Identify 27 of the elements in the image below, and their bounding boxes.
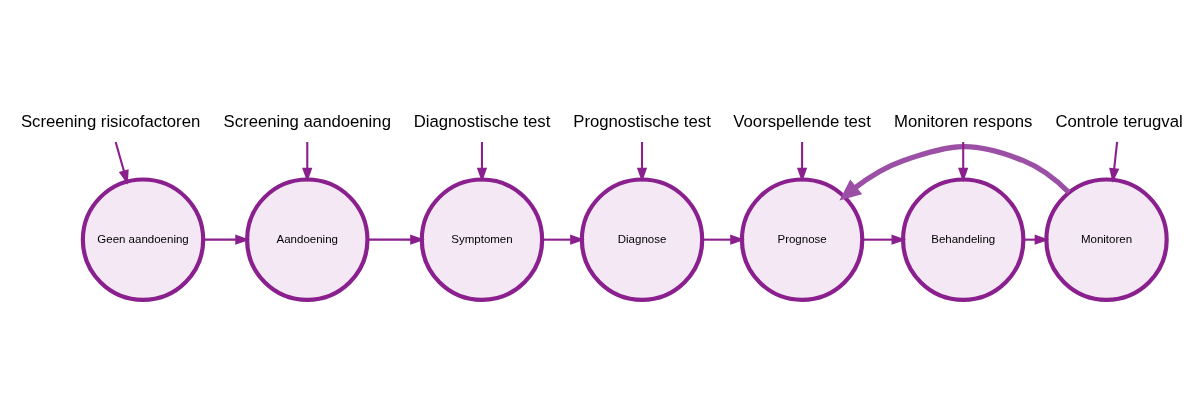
arrow	[839, 143, 1071, 200]
node-circle: Symptomen	[419, 176, 545, 302]
arrow	[862, 234, 907, 245]
arrow	[636, 141, 648, 182]
arrow	[958, 141, 969, 182]
node-circle: Geen aandoening	[80, 176, 206, 302]
arrow	[203, 234, 250, 245]
arrow	[1109, 141, 1120, 183]
arrow	[1023, 234, 1050, 245]
node-text: Controle terugval	[1055, 111, 1183, 131]
node-circle: Monitoren	[1044, 176, 1169, 302]
arrow	[702, 234, 745, 245]
arrow	[367, 234, 425, 245]
node-circle: Aandoening	[245, 176, 370, 302]
arrow	[302, 141, 313, 182]
node-circle: Behandeling	[900, 176, 1026, 302]
node-text: Monitoren respons	[893, 111, 1033, 131]
arrow	[542, 234, 585, 245]
node-circle: Diagnose	[579, 176, 705, 302]
arrow	[114, 141, 129, 185]
node-text: Screening risicofactoren	[20, 111, 201, 131]
node-text: Diagnostische test	[413, 111, 551, 131]
node-text: Prognostische test	[573, 111, 711, 131]
node-text: Screening aandoening	[223, 111, 391, 131]
arrow	[476, 141, 488, 182]
node-text: Voorspellende test	[733, 111, 871, 131]
arrow	[796, 141, 808, 182]
